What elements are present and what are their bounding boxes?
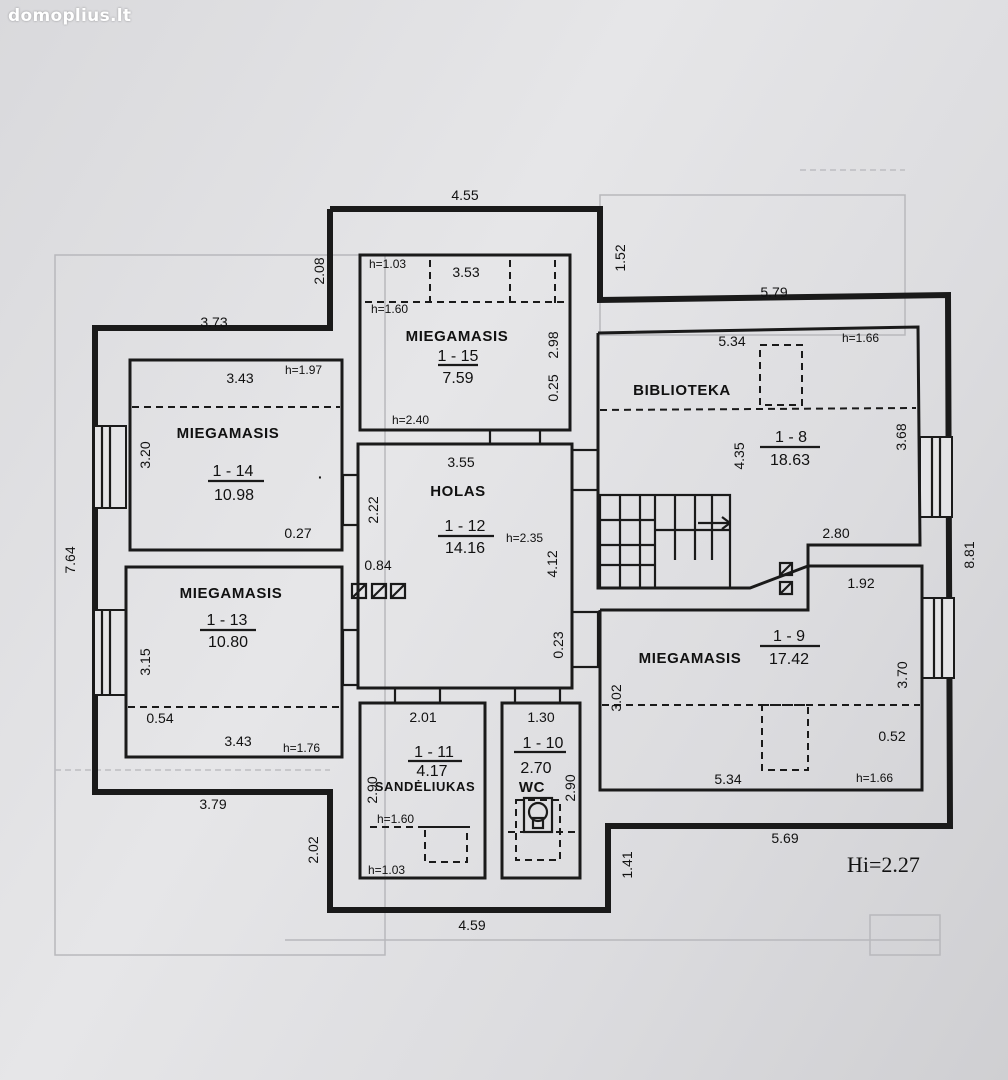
- window-right-upper: [919, 436, 953, 518]
- dim-3-20: 3.20: [137, 441, 153, 468]
- room-1-10-name: WC: [519, 779, 545, 796]
- dim-1-52: 1.52: [612, 244, 628, 271]
- room-1-9-outline: [598, 564, 924, 792]
- toilet-icon: [522, 796, 554, 834]
- dim-0-84: 0.84: [364, 557, 391, 573]
- dim-0-23: 0.23: [550, 631, 566, 658]
- dim-3-79: 3.79: [199, 796, 226, 812]
- room-1-10-area: 2.70: [520, 760, 551, 777]
- room-1-9-code: 1 - 9: [773, 628, 805, 645]
- ventilation-shafts: [350, 561, 794, 600]
- room-1-12-area: 14.16: [445, 540, 485, 557]
- dim-3-02: 3.02: [608, 684, 624, 711]
- height-1-14: h=1.97: [285, 363, 322, 377]
- dim-top: 4.55: [451, 187, 478, 203]
- height-1-12: h=2.35: [506, 531, 543, 545]
- height-1-15-mid: h=1.60: [371, 302, 408, 316]
- height-1-11-bottom: h=1.03: [368, 863, 405, 877]
- height-labels: h=1.03 h=1.60 h=1.97 h=2.40 h=1.66 h=2.3…: [283, 257, 893, 877]
- dim-4-12: 4.12: [544, 550, 560, 577]
- room-1-8-name: BIBLIOTEKA: [633, 382, 731, 399]
- dim-3-55: 3.55: [447, 454, 474, 470]
- height-1-11-mid: h=1.60: [377, 812, 414, 826]
- room-1-15-name: MIEGAMASIS: [406, 328, 509, 345]
- small-mark: ·: [318, 469, 323, 485]
- room-labels: MIEGAMASIS 1 - 15 7.59 MIEGAMASIS 1 - 14…: [177, 328, 820, 796]
- room-1-11-name: SANDĖLIUKAS: [375, 779, 476, 794]
- dim-3-68: 3.68: [893, 423, 909, 450]
- room-1-14-area: 10.98: [214, 487, 254, 504]
- dim-3-15: 3.15: [137, 648, 153, 675]
- dim-3-53: 3.53: [452, 264, 479, 280]
- room-1-15-outline: [358, 253, 572, 432]
- height-1-9: h=1.66: [856, 771, 893, 785]
- room-1-15-code: 1 - 15: [438, 348, 479, 365]
- dim-5-34-bottom: 5.34: [714, 771, 741, 787]
- room-1-14-name: MIEGAMASIS: [177, 425, 280, 442]
- dim-2-02: 2.02: [305, 836, 321, 863]
- dim-1-30: 1.30: [527, 709, 554, 725]
- dim-5-69: 5.69: [771, 830, 798, 846]
- ceiling-height-label: Hi=2.27: [847, 852, 920, 877]
- dim-2-98: 2.98: [545, 331, 561, 358]
- dim-2-90-wc: 2.90: [562, 774, 578, 801]
- dim-3-43-bottom: 3.43: [224, 733, 251, 749]
- dim-7-64: 7.64: [62, 546, 78, 573]
- dim-2-22: 2.22: [365, 496, 381, 523]
- dim-0-25: 0.25: [545, 374, 561, 401]
- room-1-12-code: 1 - 12: [445, 518, 486, 535]
- height-1-8: h=1.66: [842, 331, 879, 345]
- room-1-14-code: 1 - 14: [213, 463, 254, 480]
- room-1-8-area: 18.63: [770, 452, 810, 469]
- room-1-8-code: 1 - 8: [775, 429, 807, 446]
- window-right-lower: [921, 597, 955, 679]
- dimension-labels: 4.55 2.08 1.52 5.79 3.73 3.53 2.98 0.25 …: [62, 187, 977, 933]
- dim-0-52: 0.52: [878, 728, 905, 744]
- dim-0-27: 0.27: [284, 525, 311, 541]
- dim-5-79: 5.79: [760, 284, 787, 300]
- dim-2-80: 2.80: [822, 525, 849, 541]
- skylight-library: [759, 344, 803, 406]
- height-1-15-top: h=1.03: [369, 257, 406, 271]
- room-1-15-area: 7.59: [442, 370, 473, 387]
- room-1-9-name: MIEGAMASIS: [639, 650, 742, 667]
- dim-5-34-top: 5.34: [718, 333, 745, 349]
- dim-1-92: 1.92: [847, 575, 874, 591]
- room-1-12-name: HOLAS: [430, 483, 486, 500]
- dim-2-01: 2.01: [409, 709, 436, 725]
- room-1-11-area: 4.17: [416, 763, 447, 780]
- room-1-12-outline: [356, 442, 574, 690]
- height-1-13: h=1.76: [283, 741, 320, 755]
- dim-4-35: 4.35: [731, 442, 747, 469]
- room-1-13-area: 10.80: [208, 634, 248, 651]
- dim-3-73: 3.73: [200, 314, 227, 330]
- room-1-13-code: 1 - 13: [207, 612, 248, 629]
- skylight-bedroom: [761, 704, 809, 771]
- dim-2-90-storage: 2.90: [364, 776, 380, 803]
- room-1-11-code: 1 - 11: [414, 744, 454, 761]
- room-1-13-name: MIEGAMASIS: [180, 585, 283, 602]
- room-1-10-code: 1 - 10: [523, 735, 564, 752]
- dim-1-41: 1.41: [619, 851, 635, 878]
- dim-4-59: 4.59: [458, 917, 485, 933]
- dim-8-81: 8.81: [961, 541, 977, 568]
- dim-3-43-top: 3.43: [226, 370, 253, 386]
- room-1-9-area: 17.42: [769, 651, 809, 668]
- height-1-15-bottom: h=2.40: [392, 413, 429, 427]
- dim-2-08: 2.08: [311, 257, 327, 284]
- room-1-14-outline: [128, 358, 344, 552]
- staircase: [598, 493, 732, 590]
- dim-3-70: 3.70: [894, 661, 910, 688]
- watermark-logo: domoplius.lt: [8, 6, 132, 26]
- dim-0-54: 0.54: [146, 710, 173, 726]
